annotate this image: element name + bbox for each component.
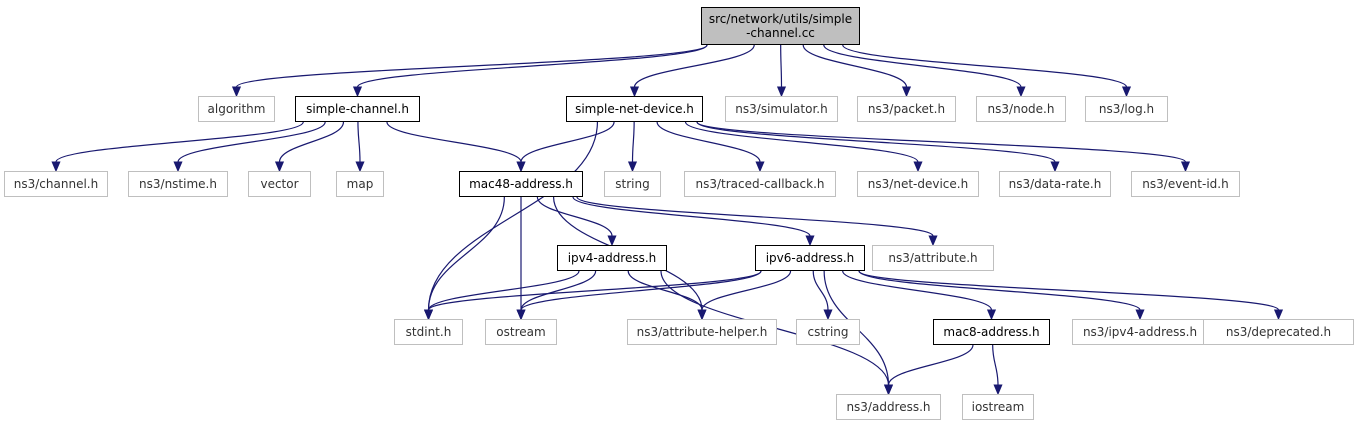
arrowhead-data_rate_h [1050, 161, 1060, 173]
edge-mac48_address_h-to-stdint_h [427, 196, 505, 311]
arrowhead-simple_channel_h [352, 86, 363, 98]
node-address-h[interactable]: ns3/address.h [836, 394, 941, 420]
arrowhead-node_h [1016, 86, 1026, 98]
arrowhead-deprecated_h [1273, 309, 1284, 321]
edge-ipv6_address_h-to-mac8_address_h [842, 270, 993, 311]
node-vector[interactable]: vector [248, 171, 311, 197]
arrowhead-string [627, 161, 638, 173]
edge-simple_net_device_h-to-event_id_h [696, 121, 1187, 163]
arrowhead-attribute_helper_h [697, 309, 707, 321]
node-attribute-helper-h[interactable]: ns3/attribute-helper.h [627, 319, 777, 345]
edge-simple_channel_h-to-mac48_address_h [386, 121, 522, 163]
node-simple-channel-h[interactable]: simple-channel.h [295, 96, 420, 122]
node-packet-h[interactable]: ns3/packet.h [857, 96, 956, 122]
arrowhead-packet_h [901, 86, 912, 98]
node-ostream[interactable]: ostream [485, 319, 557, 345]
node-iostream[interactable]: iostream [962, 394, 1034, 420]
arrowhead-cstring [823, 309, 833, 321]
edge-simple_net_device_h-to-net_device_h [684, 121, 919, 163]
edge-ipv6_address_h-to-ostream [520, 270, 762, 311]
edge-root-to-simple_net_device_h [633, 44, 755, 88]
arrowhead-stdint_h [423, 309, 434, 321]
node-node-h[interactable]: ns3/node.h [976, 96, 1066, 122]
edge-mac8_address_h-to-address_h [887, 344, 974, 386]
arrowhead-simulator_h [776, 86, 787, 98]
node-algorithm[interactable]: algorithm [198, 96, 275, 122]
node-event-id-h[interactable]: ns3/event-id.h [1131, 171, 1240, 197]
node-simulator-h[interactable]: ns3/simulator.h [725, 96, 838, 122]
arrowhead-traced_callback_h [755, 161, 765, 173]
edge-simple_channel_h-to-channel_h [55, 121, 304, 163]
node-data-rate-h[interactable]: ns3/data-rate.h [999, 171, 1111, 197]
edge-mac8_address_h-to-iostream [992, 344, 999, 386]
node-channel-h[interactable]: ns3/channel.h [4, 171, 108, 197]
node-deprecated-h[interactable]: ns3/deprecated.h [1203, 319, 1354, 345]
edge-simple_net_device_h-to-stdint_h [427, 121, 599, 311]
edge-ipv6_address_h-to-stdint_h [427, 270, 762, 311]
node-cstring[interactable]: cstring [796, 319, 860, 345]
node-mac48-address-h[interactable]: mac48-address.h [459, 171, 583, 197]
node-nstime-h[interactable]: ns3/nstime.h [128, 171, 228, 197]
edge-simple_channel_h-to-map [357, 121, 361, 163]
node-map[interactable]: map [336, 171, 384, 197]
arrowhead-vector [274, 161, 285, 173]
node-simple-net-device-h[interactable]: simple-net-device.h [566, 96, 703, 122]
edge-simple_channel_h-to-nstime_h [177, 121, 326, 163]
arrowhead-ostream [516, 309, 526, 321]
edge-root-to-algorithm [235, 44, 708, 88]
arrowhead-mac48_address_h [516, 161, 526, 173]
root-label-line1: src/network/utils/simple [708, 12, 853, 26]
edge-mac48_address_h-to-attribute_h [576, 196, 934, 237]
arrowhead-net_device_h [913, 161, 923, 173]
edge-simple_net_device_h-to-traced_callback_h [656, 121, 761, 163]
node-net-device-h[interactable]: ns3/net-device.h [857, 171, 979, 197]
arrowhead-algorithm [231, 86, 242, 98]
node-ipv6-address-h[interactable]: ipv6-address.h [755, 245, 865, 271]
node-log-h[interactable]: ns3/log.h [1085, 96, 1168, 122]
node-root-file[interactable]: src/network/utils/simple -channel.cc [701, 7, 860, 45]
edge-mac48_address_h-to-ipv4_address_h [536, 196, 613, 237]
edge-ipv4_address_h-to-stdint_h [427, 270, 580, 311]
node-mac8-address-h[interactable]: mac8-address.h [933, 319, 1050, 345]
edge-ipv6_address_h-to-deprecated_h [858, 270, 1280, 311]
edge-simple_channel_h-to-vector [278, 121, 345, 163]
arrowhead-ns3_ipv4_address_h [1135, 309, 1145, 321]
edge-ipv6_address_h-to-cstring [812, 270, 829, 311]
arrowhead-event_id_h [1180, 161, 1191, 173]
node-ns3-ipv4-address-h[interactable]: ns3/ipv4-address.h [1072, 319, 1208, 345]
edge-root-to-log_h [842, 44, 1128, 88]
edge-root-to-packet_h [802, 44, 908, 88]
arrowhead-attribute_h [928, 235, 938, 247]
node-stdint-h[interactable]: stdint.h [394, 319, 463, 345]
edge-ipv6_address_h-to-ns3_ipv4_address_h [858, 270, 1141, 311]
arrowhead-ipv6_address_h [805, 235, 815, 247]
arrowhead-ipv4_address_h [607, 235, 617, 247]
node-traced-callback-h[interactable]: ns3/traced-callback.h [684, 171, 836, 197]
edge-ipv6_address_h-to-attribute_helper_h [701, 270, 792, 311]
edge-mac48_address_h-to-ipv6_address_h [572, 196, 811, 237]
edge-root-to-simple_channel_h [356, 44, 708, 88]
root-label-line2: -channel.cc [746, 26, 815, 40]
node-ipv4-address-h[interactable]: ipv4-address.h [557, 245, 667, 271]
arrowhead-iostream [993, 384, 1003, 396]
node-attribute-h[interactable]: ns3/attribute.h [872, 245, 994, 271]
arrowhead-log_h [1121, 86, 1132, 98]
edge-root-to-simulator_h [780, 44, 783, 88]
edge-simple_net_device_h-to-data_rate_h [696, 121, 1056, 163]
edge-simple_net_device_h-to-mac48_address_h [520, 121, 615, 163]
arrowhead-map [355, 161, 365, 173]
edge-ipv4_address_h-to-ostream [520, 270, 597, 311]
edge-root-to-node_h [823, 44, 1022, 88]
arrowhead-address_h [883, 384, 894, 396]
arrowhead-channel_h [51, 161, 61, 173]
arrowhead-mac8_address_h [986, 309, 997, 321]
edge-simple_net_device_h-to-string [631, 121, 635, 163]
node-string[interactable]: string [604, 171, 661, 197]
arrowhead-nstime_h [173, 161, 183, 173]
arrowhead-simple_net_device_h [629, 86, 640, 98]
